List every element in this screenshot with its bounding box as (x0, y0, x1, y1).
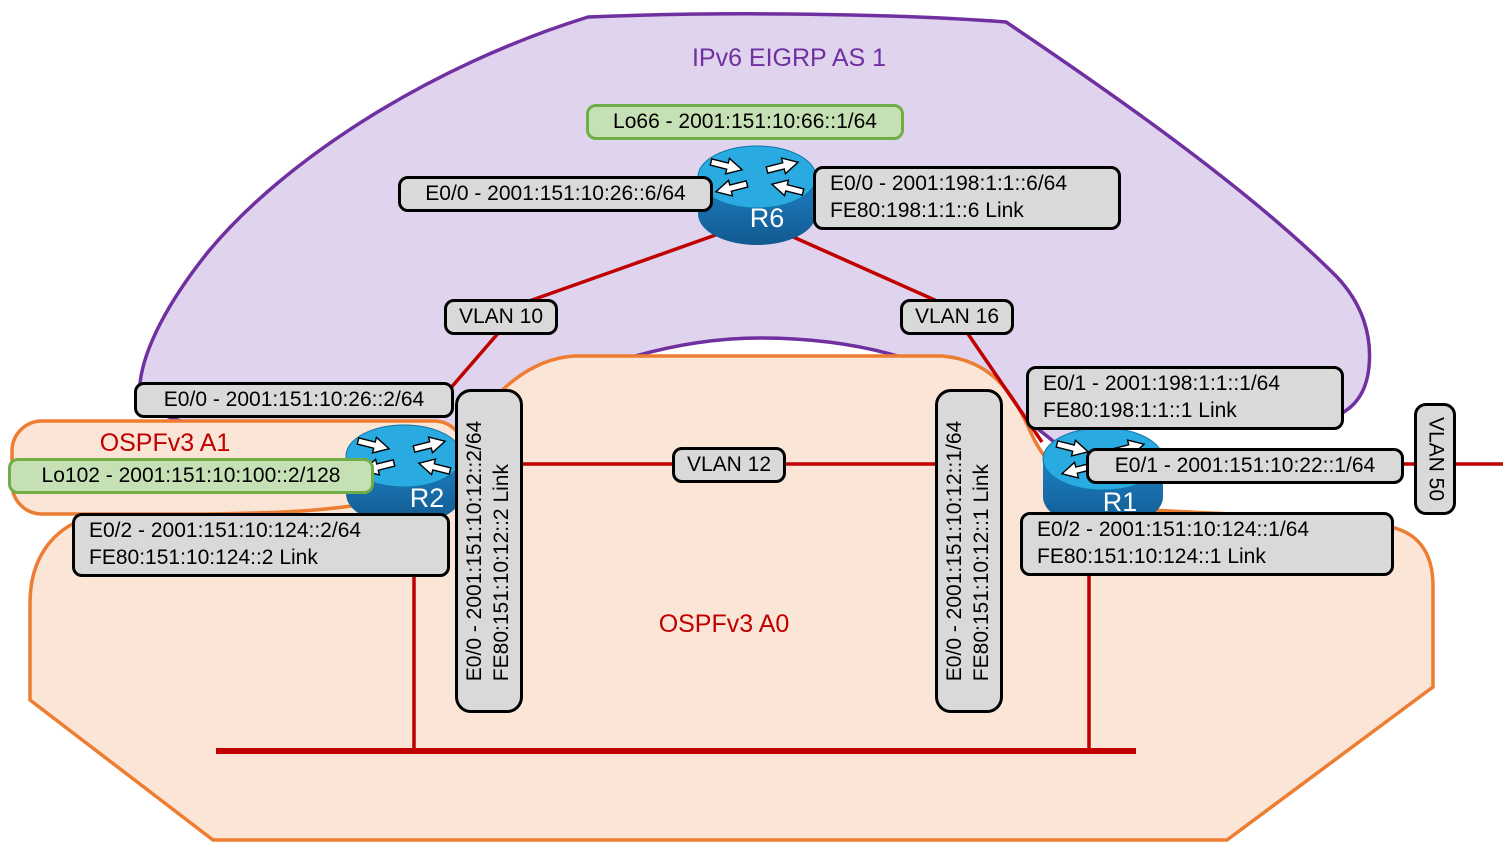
router-r6-icon (697, 145, 817, 245)
link-r6-vlan16 (781, 230, 947, 307)
label-r1-e0-0-vlan12: E0/0 - 2001:151:10:12::1/64 FE80:151:10:… (935, 389, 1003, 713)
router-r2-name: R2 (409, 483, 445, 513)
label-line: E0/2 - 2001:151:10:124::1/64 (1037, 518, 1310, 542)
label-line: E0/0 - 2001:198:1:1::6/64 (830, 172, 1068, 196)
label-line: E0/2 - 2001:151:10:124::2/64 (89, 519, 362, 543)
label-r2-e0-0-vlan10: E0/0 - 2001:151:10:26::2/64 (134, 382, 454, 418)
label-r2-e0-0-vlan12: E0/0 - 2001:151:10:12::2/64 FE80:151:10:… (455, 389, 523, 713)
label-line: FE80:151:10:12::2 Link (490, 464, 513, 682)
link-r6-vlan10 (517, 230, 725, 307)
label-line: FE80:198:1:1::6 Link (830, 199, 1024, 222)
label-line: FE80:151:10:124::2 Link (89, 546, 318, 569)
label-vlan16: VLAN 16 (900, 299, 1014, 335)
link-vlan10-r2 (447, 329, 502, 392)
label-r1-e0-1-vlan16: E0/1 - 2001:198:1:1::1/64 FE80:198:1:1::… (1026, 366, 1344, 430)
router-r6-name: R6 (749, 203, 785, 233)
region-title-ospf-a1: OSPFv3 A1 (99, 429, 231, 457)
label-line: E0/0 - 2001:151:10:12::1/64 (943, 420, 967, 682)
label-r1-e0-2: E0/2 - 2001:151:10:124::1/64 FE80:151:10… (1020, 512, 1394, 576)
label-line: VLAN 50 (1424, 416, 1448, 502)
label-vlan12: VLAN 12 (672, 447, 786, 483)
region-title-ospf-a0: OSPFv3 A0 (658, 610, 790, 638)
label-line: FE80:151:10:124::1 Link (1037, 545, 1266, 568)
router-r1-name: R1 (1102, 487, 1138, 517)
label-r6-e0-0-vlan16: E0/0 - 2001:198:1:1::6/64 FE80:198:1:1::… (813, 166, 1121, 230)
label-lo102: Lo102 - 2001:151:10:100::2/128 (8, 458, 374, 494)
label-r2-e0-2: E0/2 - 2001:151:10:124::2/64 FE80:151:10… (72, 513, 450, 577)
label-line: FE80:151:10:12::1 Link (970, 464, 993, 682)
label-line: E0/1 - 2001:198:1:1::1/64 (1043, 372, 1281, 396)
label-r1-e0-1-vlan50: E0/1 - 2001:151:10:22::1/64 (1086, 448, 1404, 484)
label-lo66: Lo66 - 2001:151:10:66::1/64 (586, 104, 904, 140)
label-vlan50: VLAN 50 (1414, 403, 1456, 515)
label-r6-e0-0: E0/0 - 2001:151:10:26::6/64 (398, 176, 713, 212)
label-line: E0/0 - 2001:151:10:12::2/64 (463, 420, 487, 682)
region-title-eigrp: IPv6 EIGRP AS 1 (691, 44, 887, 72)
label-line: FE80:198:1:1::1 Link (1043, 399, 1237, 422)
router-r2-icon (345, 424, 463, 525)
label-vlan10: VLAN 10 (444, 299, 558, 335)
